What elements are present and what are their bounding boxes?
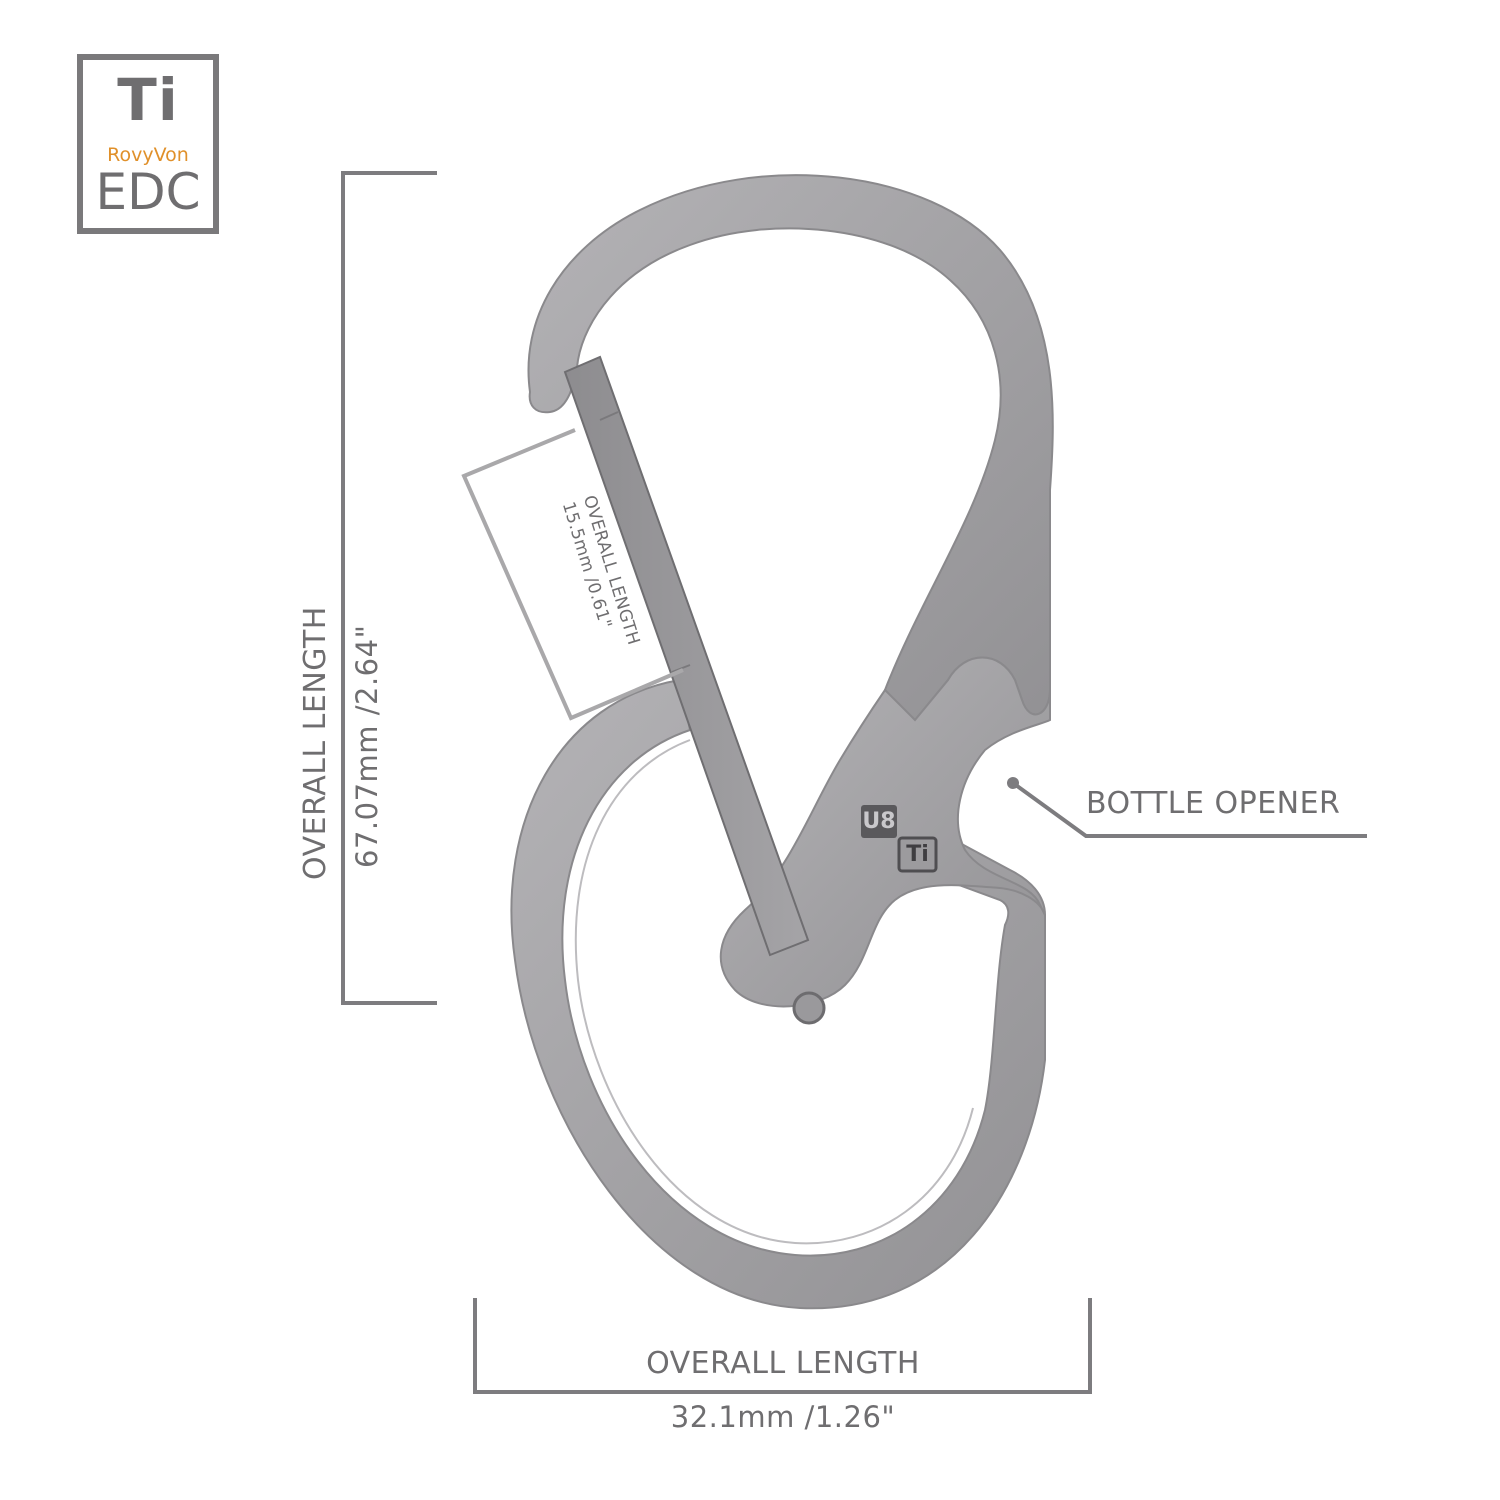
width-dimension-bracket	[473, 1298, 1092, 1394]
gate-dimension-box	[461, 428, 684, 721]
bottle-opener-callout: BOTTLE OPENER	[1086, 786, 1341, 821]
carabiner-gate[interactable]	[563, 355, 810, 957]
lower-ring	[510, 678, 1046, 1310]
width-dimension-label: OVERALL LENGTH	[646, 1346, 920, 1381]
material-mark-text: Ti	[906, 842, 929, 867]
width-dimension-value: 32.1mm /1.26"	[670, 1400, 896, 1434]
height-dimension-label: OVERALL LENGTH	[298, 606, 333, 880]
brand-logo: Ti RovyVon EDC	[77, 54, 219, 234]
logo-brand-text: RovyVon	[107, 144, 189, 166]
model-mark-badge	[861, 805, 938, 873]
model-mark-text: U8	[862, 809, 896, 834]
bottle-opener-leader	[1007, 777, 1367, 838]
logo-category-text: EDC	[95, 163, 201, 221]
height-dimension-value: 67.07mm /2.64"	[350, 624, 384, 868]
pivot-rivet	[792, 991, 826, 1025]
logo-material-text: Ti	[117, 66, 179, 134]
height-dimension-bracket	[341, 171, 437, 1005]
upper-hook	[527, 174, 1054, 722]
